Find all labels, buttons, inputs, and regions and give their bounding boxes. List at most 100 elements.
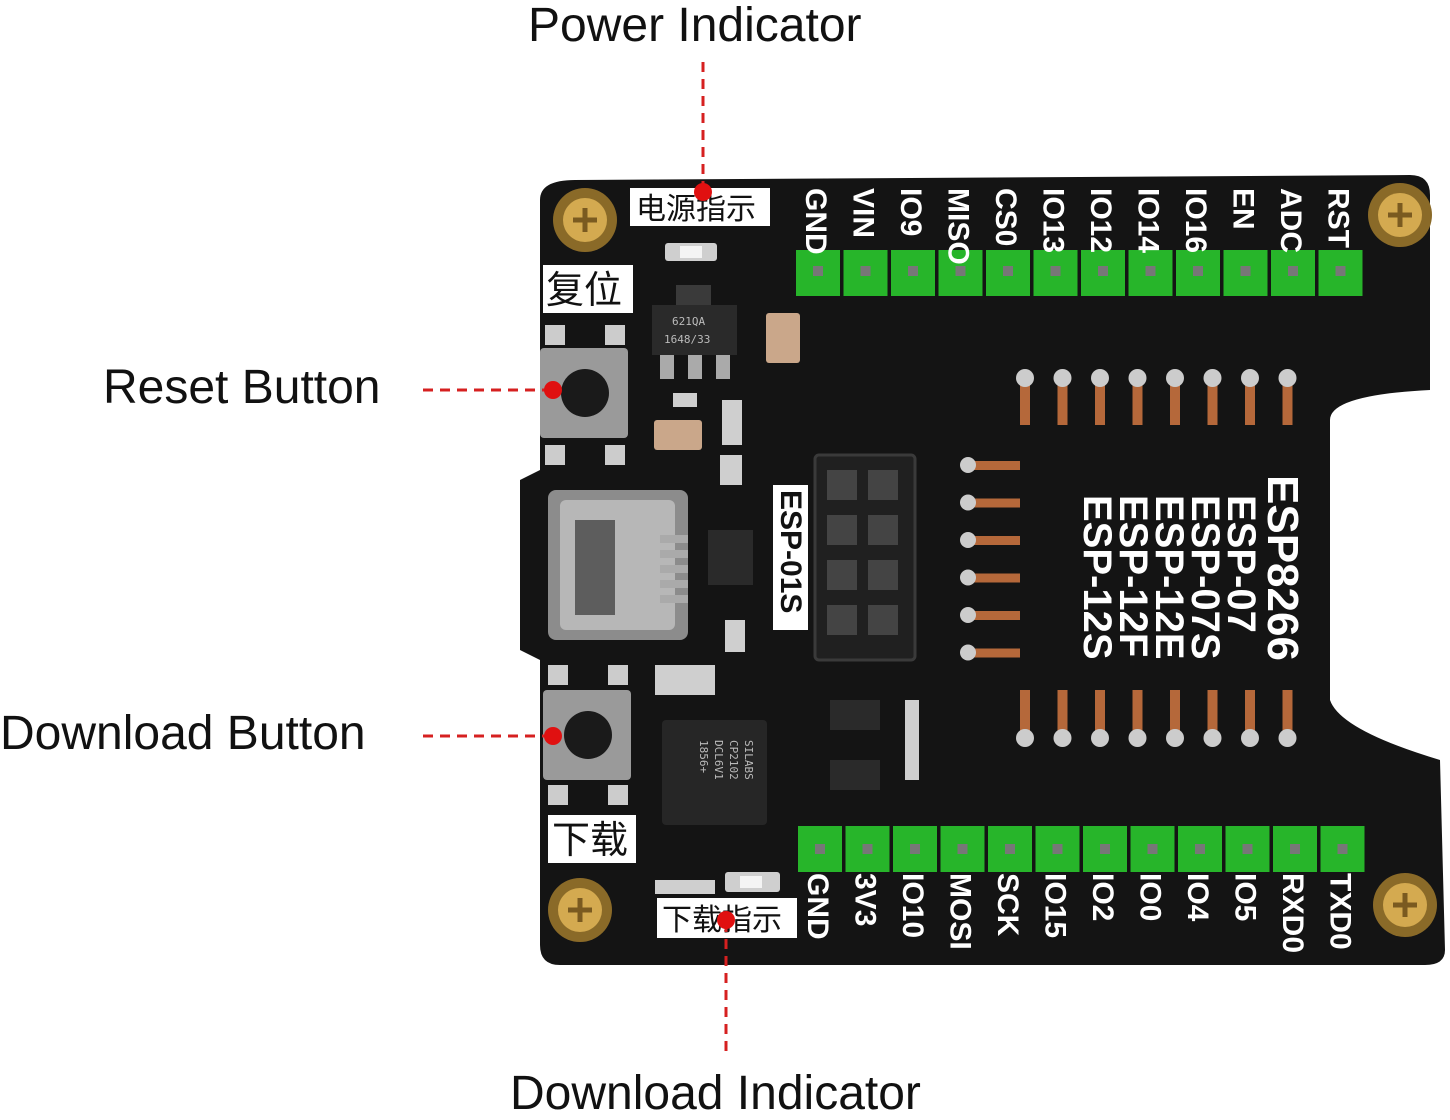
bottom-header-pin-hole [910,844,920,854]
module-line-2: ESP-07S [1183,495,1227,660]
module-pin [1095,690,1105,740]
reset-silkscreen: 复位 [546,268,622,312]
download-silkscreen: 下载 [552,818,628,862]
mounting-hole-top-left [553,188,617,252]
top-pin-label: CS0 [989,188,1022,246]
module-pin [1170,690,1180,740]
module-pin [1245,375,1255,425]
module-pin-tip [1241,369,1259,387]
top-header-pin-hole [955,266,966,276]
reset-button-dot [544,381,562,399]
module-pin-tip [1091,729,1109,747]
bottom-pin-label: IO2 [1086,873,1119,921]
module-pin-tip [960,532,976,548]
download-indicator-callout: Download Indicator [510,1067,921,1120]
bottom-pin-label: IO15 [1039,873,1072,938]
bottom-header-pin-hole [1052,844,1063,854]
bottom-pin-label: IO10 [896,873,929,938]
bottom-pin-label: GND [801,873,834,940]
download-button-part [543,665,631,805]
module-pin [1132,375,1143,425]
bottom-pin-label: 3V3 [849,873,882,926]
download-indicator-dot [717,911,735,929]
top-header-pin-hole [1145,266,1156,276]
top-pin-label: IO13 [1037,188,1070,253]
regulator-text-2: 1648/33 [664,333,710,346]
bottom-header-pin-hole [815,844,825,854]
download-button-dot [544,727,562,745]
module-line-0: ESP8266 [1258,475,1307,661]
module-pin-tip [1278,729,1297,747]
module-pin [965,611,1020,620]
bottom-pin-label: SCK [991,873,1024,937]
bottom-header-pin-hole [862,844,873,854]
bottom-header-pin-hole [1195,844,1205,854]
module-pin [1057,375,1068,425]
usb-chip-text-4: 1856+ [697,740,710,773]
module-pin [1282,690,1293,740]
power-indicator-callout: Power Indicator [528,0,862,52]
module-pins-top [1016,369,1297,425]
top-pin-label: IO9 [894,188,927,236]
usb-uart-chip: SILABS CP2102 DCL6V1 1856+ [662,720,767,825]
micro-usb-connector [548,490,688,640]
top-header-pin-hole [1050,266,1061,276]
module-pin-tip [960,569,976,586]
module-pin-tip [1016,729,1034,747]
module-pin-tip [1241,729,1259,747]
module-pin-tip [1203,369,1222,387]
module-line-4: ESP-12F [1111,495,1155,657]
bottom-pin-label: IO0 [1134,873,1167,921]
download-button-callout: Download Button [0,707,366,760]
module-pin-tip [1091,369,1109,387]
top-pin-label: GND [799,188,832,255]
reset-button-part [540,325,628,465]
module-pin-tip [1166,729,1184,747]
module-pin [1245,690,1255,740]
mounting-hole-top-right [1368,183,1432,247]
top-pin-header [796,250,1363,296]
module-pin [1207,375,1218,425]
module-pin-tip [1166,369,1184,387]
top-pin-label: VIN [847,188,880,238]
module-pin-tip [1053,729,1072,747]
module-pin-tip [1128,369,1147,387]
module-pin-tip [960,494,976,511]
power-indicator-silkscreen: 电源指示 [636,192,756,227]
top-header-pin-hole [1288,266,1298,276]
top-header-pin-hole [1098,266,1108,276]
module-pin-tip [1016,369,1034,387]
module-pin-tip [1278,369,1297,387]
top-pin-label: EN [1227,188,1260,230]
module-pin [1020,375,1030,425]
bottom-header-pin-hole [1242,844,1253,854]
usb-chip-text-1: SILABS [742,740,755,780]
regulator-text-1: 621QA [672,315,705,328]
top-pin-label: ADC [1274,188,1307,253]
top-pin-label: MISO [942,188,975,265]
module-pin [1170,375,1180,425]
bottom-pin-label: TXD0 [1324,873,1357,950]
module-pin [965,461,1020,470]
reset-button-callout: Reset Button [103,361,381,414]
top-header-pin-hole [1003,266,1013,276]
top-header-pin-hole [860,266,871,276]
top-pin-label: IO14 [1132,188,1165,253]
bottom-pin-label: IO4 [1181,873,1214,922]
power-indicator-dot [694,183,712,201]
module-pin [965,648,1020,658]
bottom-pin-label: RXD0 [1276,873,1309,953]
module-line-3: ESP-12E [1147,495,1191,660]
bottom-pin-label: IO5 [1229,873,1262,921]
esp01s-label: ESP-01S [774,490,807,613]
bottom-header-pin-hole [1290,844,1300,854]
usb-chip-text-3: DCL6V1 [712,740,725,780]
top-pin-label: IO16 [1179,188,1212,253]
usb-chip-text-2: CP2102 [727,740,740,780]
bottom-header-pin-hole [957,844,968,854]
top-header-pin-hole [908,266,918,276]
module-pins-left [960,457,1020,661]
